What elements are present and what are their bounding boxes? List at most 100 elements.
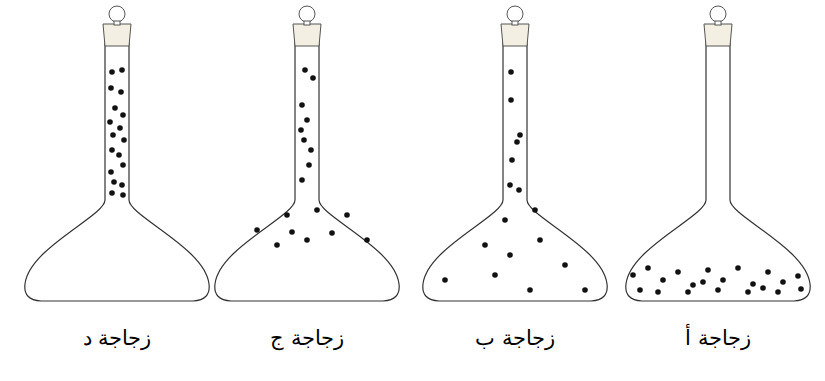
particle	[492, 272, 498, 278]
particle	[690, 282, 696, 288]
particle	[798, 286, 804, 292]
particle	[109, 190, 115, 196]
particle	[111, 179, 117, 185]
particle	[110, 132, 116, 138]
particle	[108, 85, 114, 91]
particle	[310, 75, 316, 81]
particle	[508, 69, 514, 75]
particle	[121, 137, 127, 143]
particle	[117, 125, 123, 131]
particle	[645, 265, 651, 271]
stopper-knob	[710, 6, 726, 22]
particle	[715, 287, 721, 293]
particle	[775, 289, 781, 295]
flask-label: زجاجة د	[83, 326, 152, 350]
stopper-knob	[299, 6, 315, 22]
particle	[507, 252, 513, 258]
particle	[514, 139, 520, 145]
particle	[655, 289, 661, 295]
particle	[298, 127, 304, 133]
particle	[795, 273, 801, 279]
particle	[274, 242, 280, 248]
flask-outline	[25, 40, 209, 301]
flask-stopper	[293, 24, 321, 46]
particle	[120, 192, 126, 198]
particle	[120, 112, 126, 118]
flask-stopper	[704, 24, 732, 46]
particle	[108, 169, 114, 175]
particle	[630, 272, 636, 278]
flask-label: زجاجة أ	[685, 326, 751, 350]
particle	[582, 287, 588, 293]
particle	[760, 285, 766, 291]
particle	[304, 237, 310, 243]
flask-outline	[626, 40, 810, 301]
stopper-neck	[715, 21, 721, 25]
flask-stopper	[103, 24, 131, 46]
particle	[502, 217, 508, 223]
particle	[299, 177, 305, 183]
particle	[120, 162, 126, 168]
particle	[364, 237, 370, 243]
particle	[482, 242, 488, 248]
particle	[344, 212, 350, 218]
particle	[442, 277, 448, 283]
particle	[516, 187, 522, 193]
particle	[562, 262, 568, 268]
flask-outline	[423, 40, 607, 301]
particle	[119, 67, 125, 73]
particle	[765, 269, 771, 275]
particle	[299, 102, 305, 108]
particle	[308, 147, 314, 153]
particle	[685, 289, 691, 295]
particle	[527, 287, 533, 293]
particle	[112, 105, 118, 111]
particle	[254, 227, 260, 233]
particle	[750, 281, 756, 287]
particle	[284, 212, 290, 218]
particle	[118, 89, 124, 95]
particle	[745, 289, 751, 295]
stopper-neck	[304, 21, 310, 25]
particle	[705, 267, 711, 273]
particle	[119, 182, 125, 188]
flask-label: زجاجة ب	[475, 326, 555, 350]
volumetric-flask	[626, 6, 810, 301]
flask-stopper	[501, 24, 529, 46]
particle	[735, 265, 741, 271]
particle	[637, 287, 643, 293]
particle	[116, 152, 122, 158]
particle	[306, 162, 312, 168]
particle	[720, 277, 726, 283]
particle	[507, 182, 513, 188]
particle	[304, 117, 310, 123]
stopper-neck	[512, 21, 518, 25]
particle	[660, 277, 666, 283]
stopper-neck	[114, 21, 120, 25]
particle	[302, 67, 308, 73]
particle	[509, 157, 515, 163]
stopper-knob	[507, 6, 523, 22]
particle	[537, 237, 543, 243]
particle	[109, 69, 115, 75]
particle	[700, 279, 706, 285]
particle	[329, 230, 335, 236]
particle	[675, 269, 681, 275]
flask-outline	[215, 40, 399, 301]
particle	[314, 207, 320, 213]
particle	[107, 119, 113, 125]
volumetric-flask	[25, 6, 209, 301]
particle	[780, 279, 786, 285]
particle	[109, 147, 115, 153]
particle	[508, 97, 514, 103]
stopper-knob	[109, 6, 125, 22]
volumetric-flask	[215, 6, 399, 301]
flask-label: زجاجة ج	[270, 326, 344, 350]
volumetric-flask	[423, 6, 607, 301]
particle	[532, 207, 538, 213]
particle	[289, 229, 295, 235]
particle	[517, 132, 523, 138]
particle	[301, 137, 307, 143]
